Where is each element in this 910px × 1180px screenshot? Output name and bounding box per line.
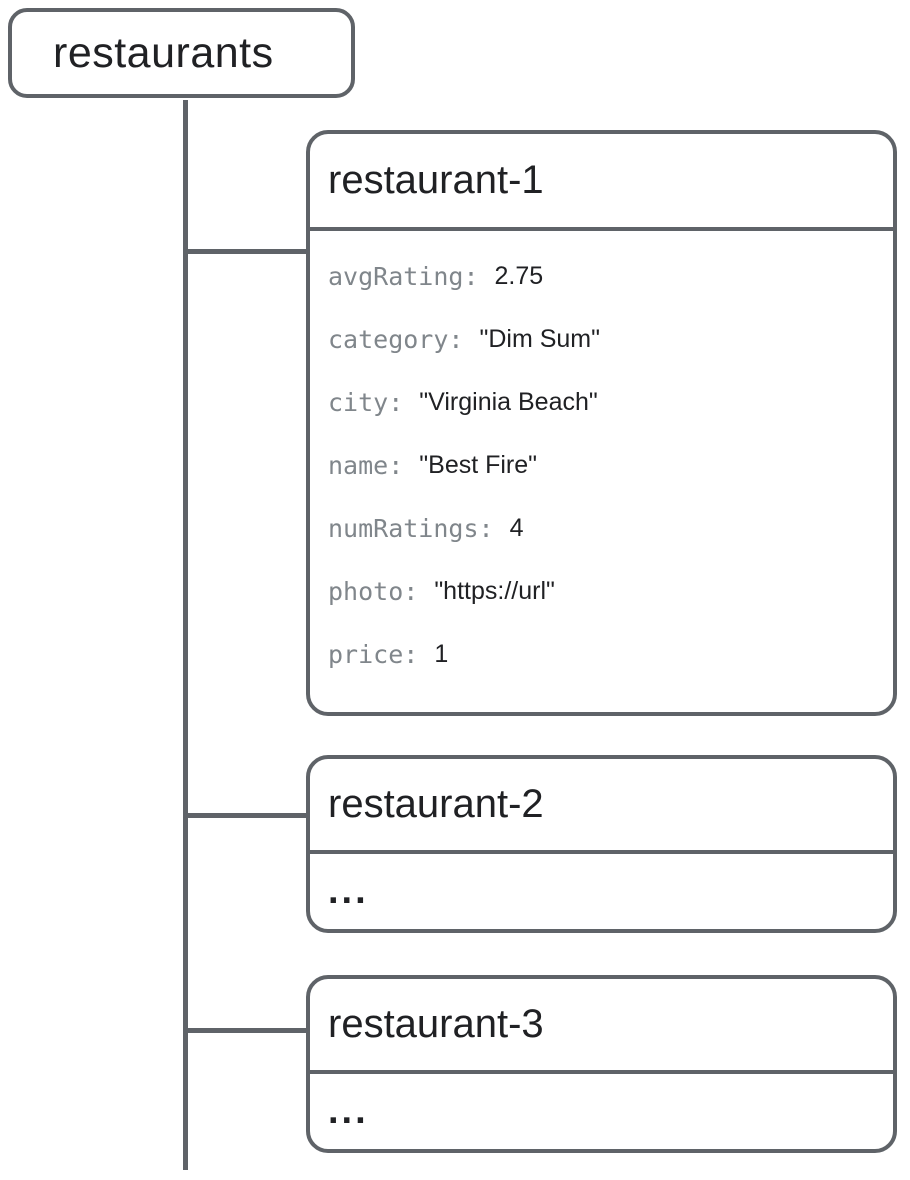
field-row: category: "Dim Sum": [310, 308, 893, 371]
document-node-restaurant-3: restaurant-3 ...: [306, 975, 897, 1153]
collapsed-fields-ellipsis: ...: [328, 870, 369, 912]
document-node-restaurant-2: restaurant-2 ...: [306, 755, 897, 933]
field-value: 1: [434, 640, 449, 668]
tree-trunk-line: [183, 100, 188, 1170]
field-label: city:: [328, 388, 404, 417]
document-title: restaurant-2: [310, 759, 893, 854]
document-title: restaurant-1: [310, 134, 893, 231]
field-value: 2.75: [494, 262, 544, 290]
collection-node-restaurants: restaurants: [8, 8, 355, 98]
collection-label: restaurants: [53, 28, 274, 77]
tree-connector-restaurant-3: [185, 1028, 308, 1033]
document-fields: avgRating: 2.75 category: "Dim Sum" city…: [310, 231, 893, 686]
field-label: category:: [328, 325, 464, 354]
field-label: avgRating:: [328, 262, 479, 291]
field-row: photo: "https://url": [310, 560, 893, 623]
field-value: "Dim Sum": [479, 325, 601, 353]
field-row: numRatings: 4: [310, 497, 893, 560]
field-row: name: "Best Fire": [310, 434, 893, 497]
field-row: price: 1: [310, 623, 893, 686]
field-value: "Virginia Beach": [419, 388, 598, 416]
field-value: 4: [509, 514, 524, 542]
tree-connector-restaurant-1: [185, 249, 308, 254]
field-row: city: "Virginia Beach": [310, 371, 893, 434]
field-value: "https://url": [434, 577, 555, 605]
field-row: avgRating: 2.75: [310, 245, 893, 308]
tree-connector-restaurant-2: [185, 813, 308, 818]
field-label: name:: [328, 451, 404, 480]
field-label: photo:: [328, 577, 419, 606]
document-title-label: restaurant-3: [328, 1002, 544, 1046]
field-label: numRatings:: [328, 514, 494, 543]
document-title-label: restaurant-1: [328, 158, 544, 202]
collapsed-fields-ellipsis: ...: [328, 1090, 369, 1132]
field-label: price:: [328, 640, 419, 669]
document-title: restaurant-3: [310, 979, 893, 1074]
document-node-restaurant-1: restaurant-1 avgRating: 2.75 category: "…: [306, 130, 897, 716]
document-title-label: restaurant-2: [328, 782, 544, 826]
field-value: "Best Fire": [419, 451, 538, 479]
